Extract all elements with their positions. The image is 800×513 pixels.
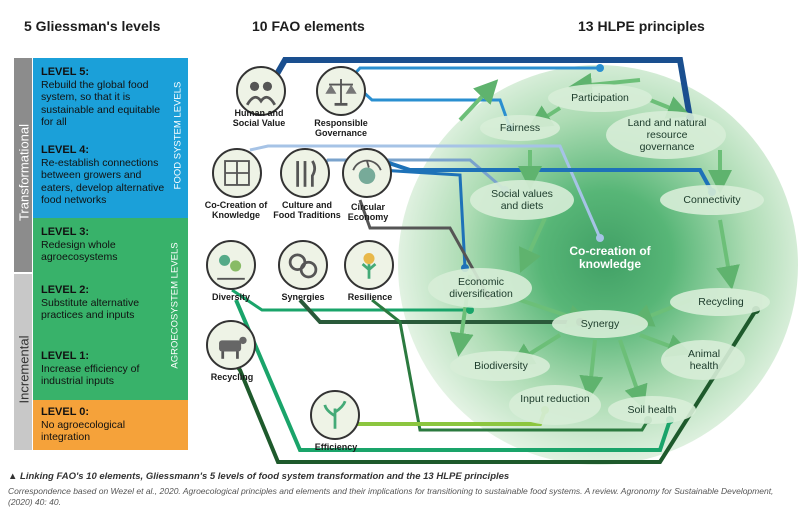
hlpe-input-reduction: Input reduction (520, 393, 590, 405)
human-social-icon (236, 66, 286, 116)
culture-label: Culture and Food Traditions (273, 200, 341, 220)
human-social-label: Human and Social Value (232, 108, 286, 128)
synergies-label: Synergies (281, 292, 325, 302)
hlpe-recycling: Recycling (698, 296, 744, 308)
hlpe-node-shapes (428, 84, 770, 425)
governance-label: Responsible Governance (314, 118, 368, 138)
connector-synergies (298, 298, 580, 324)
hlpe-synergy: Synergy (580, 318, 620, 330)
connector-circular (379, 158, 714, 193)
level-5-title: LEVEL 5: (41, 66, 90, 78)
diversity-label: Diversity (211, 292, 251, 302)
level-0-text: No agroecological integration (41, 418, 126, 444)
level-1: LEVEL 1: Increase efficiency of industri… (33, 342, 188, 400)
level-3: LEVEL 3: Redesign whole agroecosystems (33, 218, 188, 274)
connector-diversity-2 (234, 299, 672, 452)
resilience-icon (344, 240, 394, 290)
caption-title: ▲ Linking FAO's 10 elements, Gliessmann'… (8, 471, 510, 482)
connector-cocreation (249, 144, 602, 239)
cocreation-label: Co-Creation of Knowledge (204, 200, 268, 220)
governance-icon (316, 66, 366, 116)
header-hlpe: 13 HLPE principles (578, 18, 705, 34)
diversity-icon (206, 240, 256, 290)
cocreation-icon (212, 148, 262, 198)
hlpe-biodiversity: Biodiversity (474, 360, 528, 372)
efficiency-label: Efficiency (314, 442, 358, 452)
hlpe-connectivity: Connectivity (683, 194, 741, 206)
resilience-label: Resilience (347, 292, 393, 302)
diagram-canvas (230, 57, 798, 465)
synergies-icon (278, 240, 328, 290)
header-gliessman: 5 Gliessman's levels (24, 18, 161, 34)
level-2-text: Substitute alternative practices and inp… (41, 296, 140, 322)
level-3-title: LEVEL 3: (41, 226, 90, 238)
circular-icon (342, 148, 392, 198)
connector-diversity (231, 288, 470, 312)
hlpe-soil-health: Soil health (627, 404, 677, 416)
header-fao: 10 FAO elements (252, 18, 365, 34)
hlpe-land: Land and natural resource governance (627, 117, 707, 153)
transformational-band: Transformational (14, 58, 32, 272)
connector-resilience (371, 298, 650, 432)
level-2: LEVEL 2: Substitute alternative practice… (33, 274, 188, 342)
level-2-title: LEVEL 2: (41, 284, 90, 296)
efficiency-icon (310, 390, 360, 440)
culture-icon (280, 148, 330, 198)
level-4-text: Re-establish connections between growers… (41, 156, 165, 207)
level-5-text: Rebuild the global food system, so that … (41, 78, 161, 129)
recycling-label: Recycling (210, 372, 254, 382)
incremental-band: Incremental (14, 274, 32, 450)
level-1-text: Increase efficiency of industrial inputs (41, 362, 140, 388)
level-1-title: LEVEL 1: (41, 350, 90, 362)
hlpe-center-cocreation: Co-creation of knowledge (569, 244, 651, 271)
level-3-text: Redesign whole agroecosystems (41, 238, 118, 264)
connector-circular-3 (358, 199, 490, 297)
connector-circular-2 (379, 168, 467, 269)
level-5: LEVEL 5: Rebuild the global food system,… (33, 58, 188, 138)
level-0: LEVEL 0: No agroecological integration (33, 400, 188, 450)
level-4-title: LEVEL 4: (41, 144, 90, 156)
hlpe-participation: Participation (571, 92, 629, 104)
caption-source: Correspondence based on Wezel et al., 20… (8, 486, 774, 507)
hlpe-economic: Economic diversification (449, 276, 513, 300)
hlpe-fairness: Fairness (499, 122, 541, 134)
hlpe-animal-health: Animal health (687, 348, 721, 372)
circular-label: Circular Economy (347, 202, 389, 222)
hlpe-social-values: Social values and diets (491, 188, 553, 212)
level-4: LEVEL 4: Re-establish connections betwee… (33, 138, 188, 218)
recycling-icon (206, 320, 256, 370)
level-0-title: LEVEL 0: (41, 406, 90, 418)
